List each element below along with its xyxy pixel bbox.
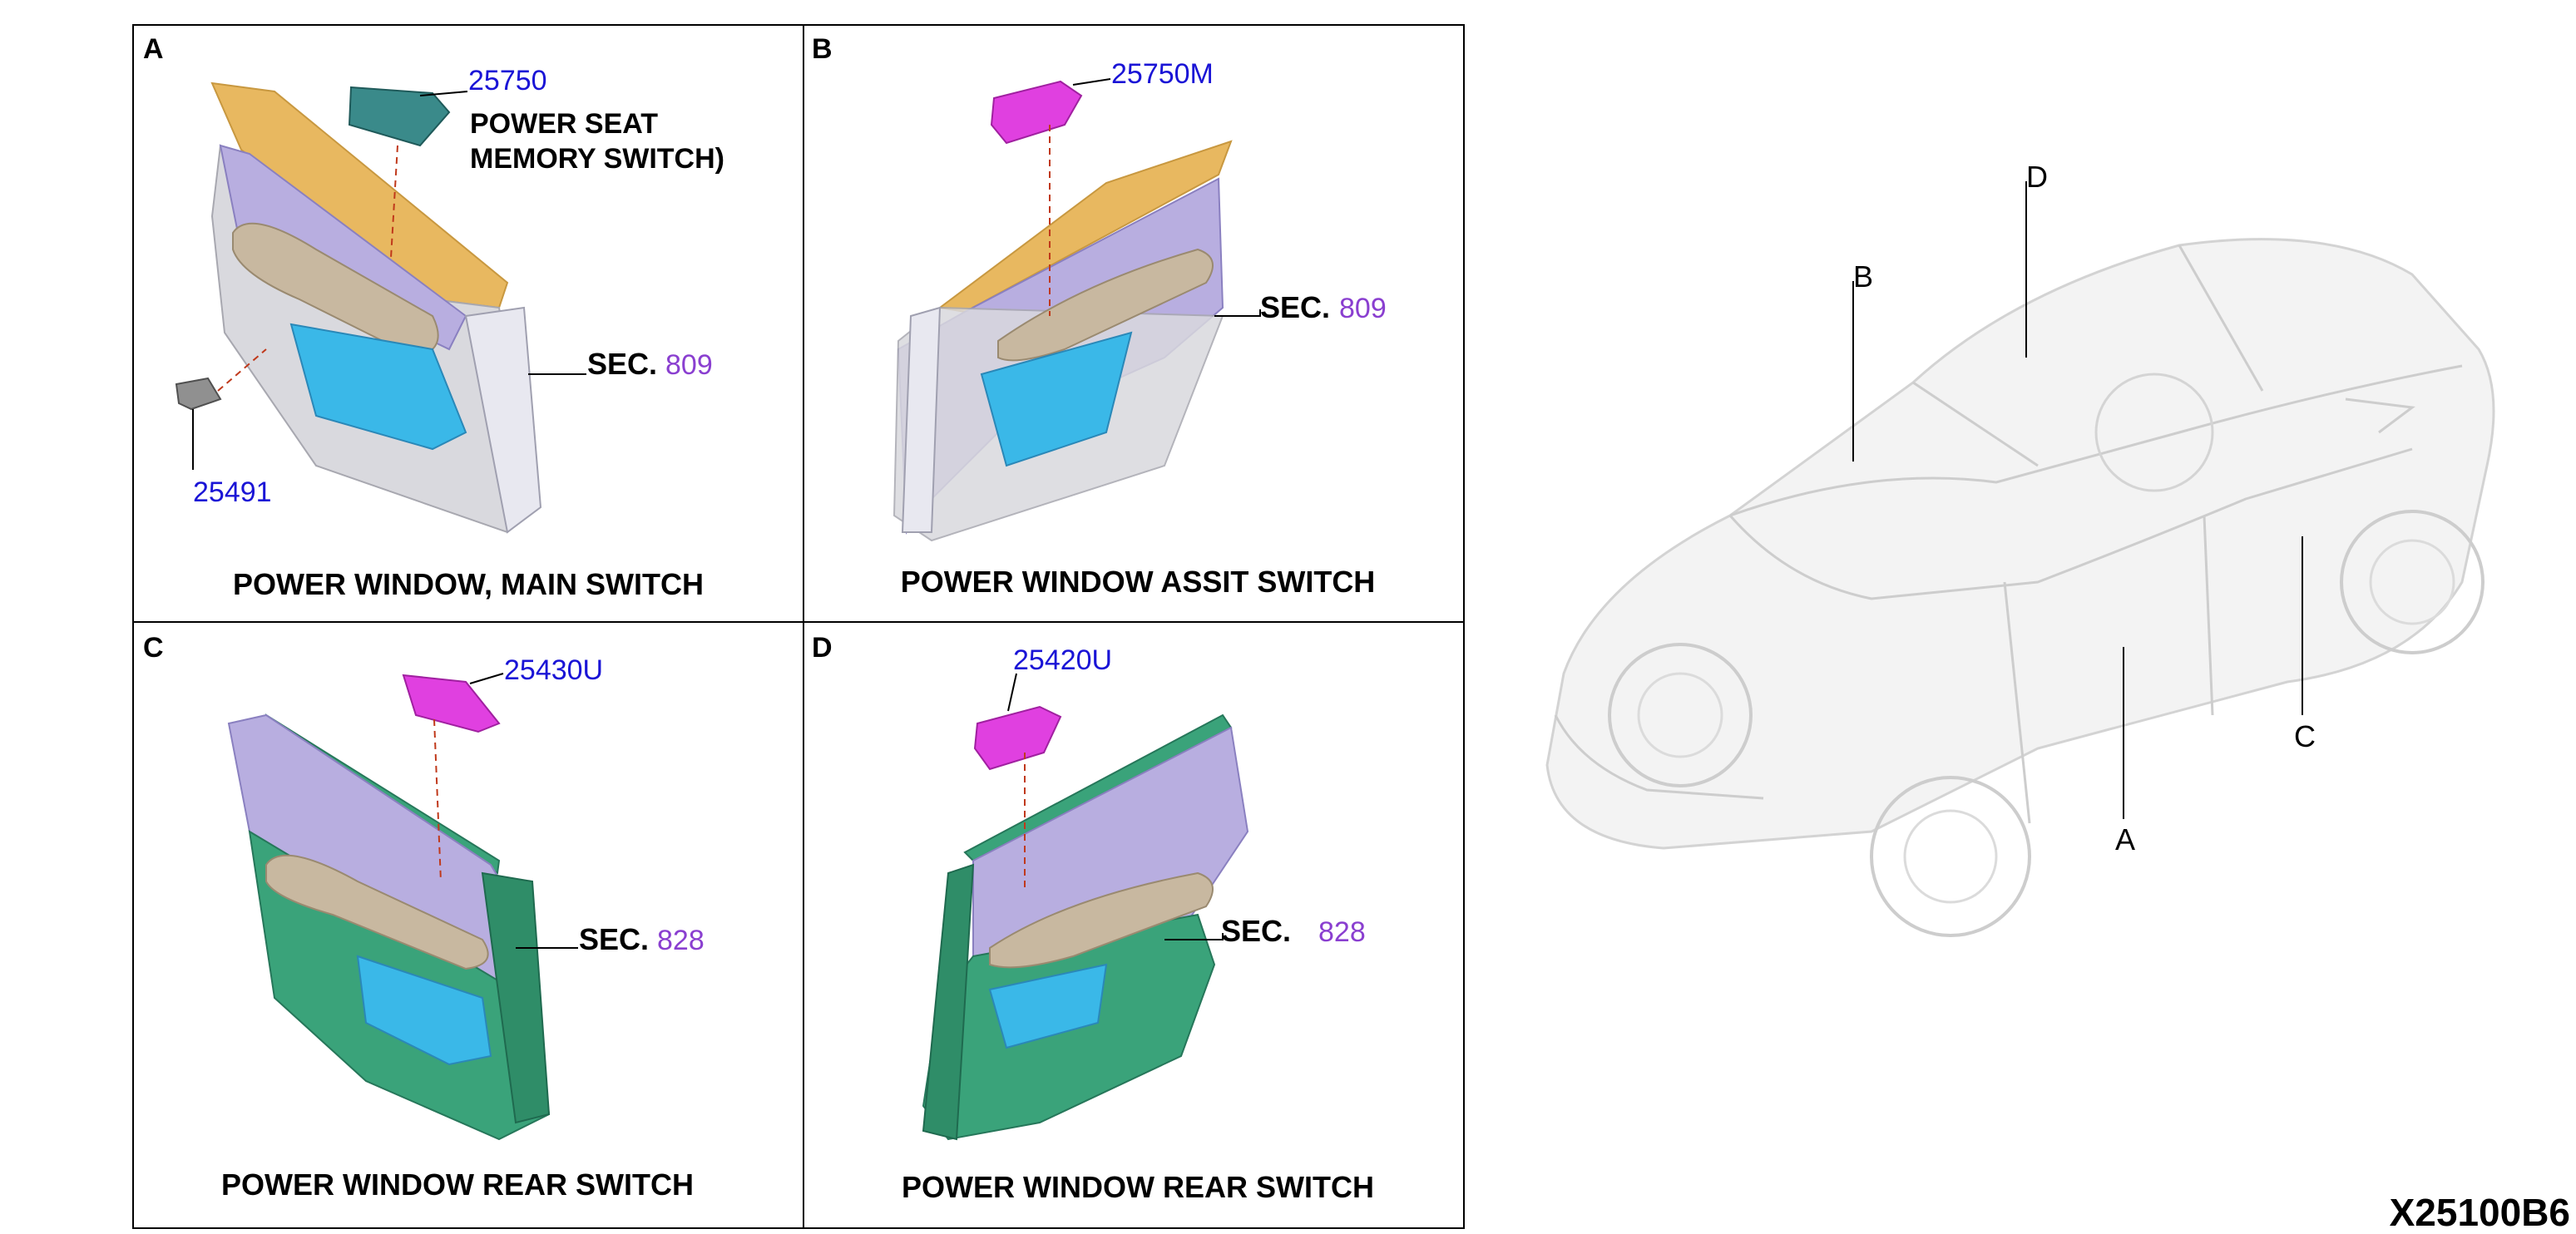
callout-d: D <box>2026 160 2048 194</box>
panel-c-letter: C <box>143 632 164 664</box>
rear-door-trim-illustration-c <box>227 713 551 1141</box>
part-number-25750m: 25750M <box>1111 58 1214 90</box>
memory-switch-note-line2: MEMORY SWITCH) <box>470 143 724 175</box>
sec-label-b: SEC. <box>1260 290 1330 324</box>
switch-25491-illustration <box>175 377 222 411</box>
vehicle-ghost-view <box>1545 238 2495 937</box>
sec-number-a: 809 <box>665 349 713 381</box>
panel-a-letter: A <box>143 33 164 65</box>
panel-c-caption: POWER WINDOW REAR SWITCH <box>221 1167 694 1202</box>
panel-d-caption: POWER WINDOW REAR SWITCH <box>902 1170 1374 1204</box>
diagram-code: X25100B6 <box>2390 1191 2570 1234</box>
callout-c: C <box>2294 719 2316 753</box>
leader-25750 <box>419 91 468 96</box>
leader-sec-d <box>1164 933 1224 940</box>
part-number-25491: 25491 <box>193 476 272 508</box>
part-number-25750: 25750 <box>468 65 547 96</box>
switch-25420u-illustration <box>973 705 1062 771</box>
panel-d-letter: D <box>812 632 833 664</box>
callout-a: A <box>2115 822 2135 856</box>
memory-switch-note-line1: POWER SEAT <box>470 108 658 140</box>
part-number-25420u: 25420U <box>1013 644 1112 676</box>
callout-b: B <box>1853 259 1873 294</box>
sec-label-a: SEC. <box>587 347 657 381</box>
panel-c: C 25430U SEC. 828 POWER WINDOW REAR SWIT… <box>143 632 705 1202</box>
front-door-trim-illustration <box>210 81 542 534</box>
sec-label-d: SEC. <box>1221 914 1291 948</box>
part-number-25430u: 25430U <box>504 654 603 686</box>
panel-b: B 25750M SEC. 809 POWER WINDOW ASSIT SWI… <box>812 33 1387 599</box>
leader-25420u <box>1007 673 1017 712</box>
leader-sec-b <box>1214 309 1261 317</box>
leader-25430u <box>469 673 504 684</box>
switch-25750m-illustration <box>990 80 1083 145</box>
leader-dashed-25750 <box>390 145 398 259</box>
panel-d: D 25420U SEC. 828 POWER WINDOW REAR SWIT… <box>812 632 1374 1204</box>
sec-number-b: 809 <box>1339 293 1387 324</box>
vehicle-callouts: B D A C <box>1852 160 2316 856</box>
leader-dashed-25430u <box>433 718 442 882</box>
panel-a-caption: POWER WINDOW, MAIN SWITCH <box>233 567 704 601</box>
sec-number-c: 828 <box>657 925 705 956</box>
panel-b-caption: POWER WINDOW ASSIT SWITCH <box>901 565 1376 599</box>
sec-label-c: SEC. <box>579 922 649 956</box>
panel-grid <box>132 24 1465 1229</box>
sec-number-d: 828 <box>1318 916 1366 948</box>
rear-door-trim-illustration-d <box>922 713 1249 1141</box>
switch-25430u-illustration <box>402 674 501 733</box>
panel-b-letter: B <box>812 33 833 65</box>
leader-dashed-25491 <box>217 348 267 392</box>
front-passenger-door-trim-illustration <box>892 140 1233 542</box>
leader-25750m <box>1072 78 1111 86</box>
panel-a: A 25750 POWER SEAT MEMORY SWITCH) 25491 … <box>143 33 724 601</box>
switch-25750-illustration <box>348 86 451 147</box>
